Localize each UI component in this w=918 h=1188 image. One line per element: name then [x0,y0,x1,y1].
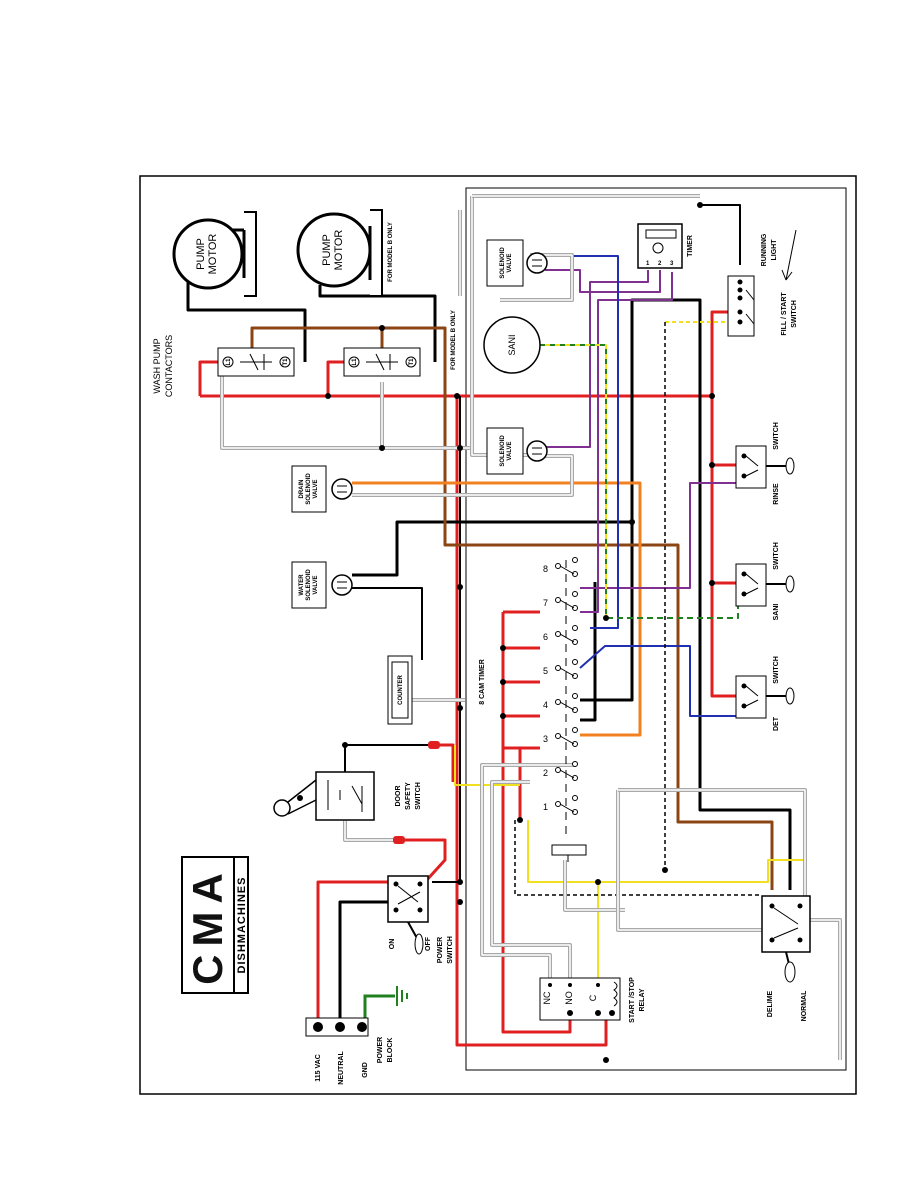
svg-text:DRAIN: DRAIN [299,480,305,499]
det-switch: SWITCH DET [735,656,795,731]
svg-text:2: 2 [543,768,548,778]
svg-text:2: 2 [658,261,662,267]
svg-text:SOLENOID: SOLENOID [306,473,312,505]
outer-frame [139,175,857,1095]
svg-text:BLOCK: BLOCK [387,1038,394,1063]
svg-text:OFF: OFF [425,936,432,951]
water-solenoid-valve: WATER SOLENOID VALVE [291,561,353,609]
svg-text:LIGHT: LIGHT [771,239,778,261]
svg-text:RINSE: RINSE [773,483,780,505]
svg-text:1: 1 [543,802,548,812]
start-stop-relay: NC NO C START /STOP RELAY [539,977,646,1023]
svg-text:ON: ON [389,939,396,950]
drain-solenoid-valve: DRAIN SOLENOID VALVE [291,465,353,513]
svg-text:SOLENOID: SOLENOID [500,435,506,467]
svg-text:FOR MODEL B ONLY: FOR MODEL B ONLY [388,222,394,282]
svg-text:T1: T1 [283,358,289,366]
junctions [325,202,715,1063]
solenoid-valve-top: SOLENOID VALVE [486,239,548,287]
svg-text:8: 8 [543,564,548,574]
svg-text:SOLENOID: SOLENOID [500,247,506,279]
svg-text:COUNTER: COUNTER [398,675,404,705]
door-safety-switch: DOOR SAFETY SWITCH [273,741,440,844]
power-block: 115 VAC NEUTRAL GND POWER BLOCK [305,1017,394,1085]
fill-start-switch: RUNNING LIGHT FILL / START SWITCH [727,229,798,337]
svg-text:MOTOR: MOTOR [333,230,345,271]
svg-text:SWITCH: SWITCH [773,542,780,570]
svg-text:MOTOR: MOTOR [207,234,219,275]
pump-motor-2: PUMP MOTOR FOR MODEL B ONLY [296,209,394,297]
wash-pump-contactors: WASH PUMP CONTACTORS L1 T1 L1 T1 [152,335,421,397]
delime-normal-switch: DELIME NORMAL [761,895,811,1021]
svg-text:C: C [588,994,598,1001]
svg-text:FILL / START: FILL / START [781,292,788,336]
svg-text:SWITCH: SWITCH [773,656,780,684]
svg-text:DOOR: DOOR [395,786,402,807]
svg-text:VALVE: VALVE [507,253,513,272]
timer: TIMER 1 2 3 [637,223,694,269]
svg-text:GND: GND [362,1062,369,1078]
svg-text:1: 1 [646,261,650,267]
svg-text:6: 6 [543,632,548,642]
svg-text:PUMP: PUMP [195,238,207,270]
svg-text:T1: T1 [409,358,415,366]
svg-text:DET: DET [773,716,780,731]
svg-text:L1: L1 [226,358,232,366]
sani-switch: SWITCH SANI [735,542,795,621]
svg-text:DISHMACHINES: DISHMACHINES [236,877,248,974]
svg-text:5: 5 [543,666,548,676]
wires [186,194,842,1060]
svg-text:NC: NC [542,991,552,1004]
svg-text:TIMER: TIMER [687,235,694,257]
svg-text:VALVE: VALVE [313,575,319,594]
svg-text:SWITCH: SWITCH [791,300,798,328]
svg-text:SANI: SANI [773,604,780,621]
svg-text:POWER: POWER [377,1037,384,1063]
svg-text:3: 3 [543,734,548,744]
svg-text:CMA: CMA [184,865,231,985]
sani-pump: SANI FOR MODEL B ONLY [451,310,541,374]
ground-symbol [363,986,408,1025]
svg-text:VALVE: VALVE [507,441,513,460]
svg-text:SOLENOID: SOLENOID [306,569,312,601]
pump-motor-1: PUMP MOTOR [172,211,257,297]
counter: COUNTER [387,655,413,725]
cam-timer: 8 CAM TIMER 1 2 3 4 5 6 7 8 [479,557,587,862]
svg-text:7: 7 [543,598,548,608]
svg-text:SWITCH: SWITCH [447,936,454,964]
svg-text:NEUTRAL: NEUTRAL [338,1051,345,1085]
svg-text:NO: NO [564,991,574,1005]
svg-text:WASH PUMP: WASH PUMP [152,338,162,393]
svg-text:WATER: WATER [299,574,305,596]
svg-text:SWITCH: SWITCH [773,422,780,450]
svg-text:CONTACTORS: CONTACTORS [164,335,174,397]
svg-text:RUNNING: RUNNING [761,233,768,266]
svg-text:POWER: POWER [437,937,444,963]
svg-text:NORMAL: NORMAL [801,990,808,1021]
solenoid-valve-sani: SOLENOID VALVE [486,427,548,475]
svg-text:START /STOP: START /STOP [629,977,636,1023]
rinse-switch: SWITCH RINSE [735,422,795,505]
svg-text:L1: L1 [352,358,358,366]
cma-logo: CMA DISHMACHINES [181,856,249,994]
svg-text:PUMP: PUMP [321,234,333,266]
svg-text:SANI: SANI [507,334,517,355]
svg-text:SWITCH: SWITCH [415,782,422,810]
svg-text:3: 3 [670,261,674,267]
svg-text:8 CAM TIMER: 8 CAM TIMER [479,659,486,705]
machine-boundary [465,187,847,1071]
svg-text:DELIME: DELIME [767,990,774,1017]
svg-text:VALVE: VALVE [313,479,319,498]
svg-text:115 VAC: 115 VAC [315,1054,322,1082]
power-switch: ON OFF POWER SWITCH [387,875,454,964]
svg-text:SAFETY: SAFETY [405,782,412,810]
svg-text:FOR MODEL B ONLY: FOR MODEL B ONLY [451,310,457,370]
svg-text:4: 4 [543,700,548,710]
svg-text:RELAY: RELAY [639,988,646,1011]
